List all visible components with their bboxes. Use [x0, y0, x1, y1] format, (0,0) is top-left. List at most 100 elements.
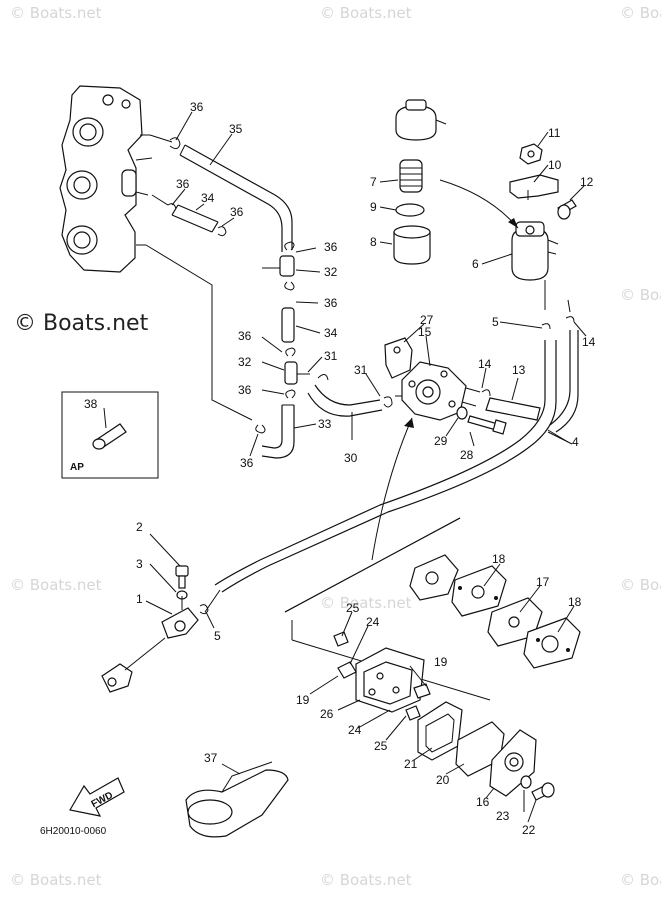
- bolt-28: [467, 415, 507, 435]
- callout-20: 20: [436, 773, 450, 787]
- ap-box: AP: [61, 391, 159, 479]
- callout-30: 30: [344, 451, 358, 465]
- callout-35: 35: [229, 122, 243, 136]
- joint-1: [161, 607, 199, 639]
- fitting-38: [92, 423, 127, 450]
- callout-31: 31: [354, 363, 368, 377]
- leader-engine-to-hose33: [145, 244, 253, 421]
- callout-36: 36: [238, 383, 252, 397]
- callout-2: 2: [136, 520, 143, 534]
- hose-34-upper: [171, 204, 219, 233]
- watermark-text: © Boats.net: [10, 4, 102, 22]
- bracket-10: [509, 174, 559, 200]
- watermark-text: © Boats.net: [620, 4, 661, 22]
- callout-26: 26: [320, 707, 334, 721]
- screw-2: [175, 565, 189, 589]
- hose-clip-5: [199, 604, 209, 615]
- screw-22: [531, 782, 555, 801]
- callout-34: 34: [201, 191, 215, 205]
- ap-label: AP: [70, 462, 84, 473]
- callout-38: 38: [84, 397, 98, 411]
- callout-5: 5: [214, 629, 221, 643]
- hose-clip-31: [317, 374, 329, 381]
- callout-9: 9: [370, 200, 377, 214]
- filter-element-7: [399, 159, 423, 193]
- callout-34: 34: [324, 326, 338, 340]
- screw-12: [557, 199, 577, 220]
- detail-arrow: [371, 417, 413, 561]
- callout-25: 25: [346, 601, 360, 615]
- tee-fitting-32-lower: [284, 361, 310, 385]
- hose-4: [214, 330, 579, 593]
- callout-28: 28: [460, 448, 474, 462]
- watermark-text: © Boats.net: [620, 871, 661, 889]
- screw-25-lower: [405, 705, 421, 721]
- watermark-text: © Boats.net: [620, 286, 661, 304]
- callout-36: 36: [238, 329, 252, 343]
- callout-31: 31: [324, 349, 338, 363]
- callout-4: 4: [572, 435, 579, 449]
- screw-19: [413, 683, 431, 699]
- diaphragm-18: [451, 565, 507, 617]
- hose-33: [261, 404, 295, 459]
- callout-17: 17: [536, 575, 550, 589]
- hose-clip-14: [565, 316, 575, 323]
- diaphragm-18-lower: [523, 617, 581, 669]
- callout-12: 12: [580, 175, 594, 189]
- hose-clip-36: [217, 226, 227, 237]
- hose-clip-36: [169, 137, 181, 150]
- washer-23: [520, 775, 532, 789]
- callout-24: 24: [348, 723, 362, 737]
- fitting-24: [337, 661, 357, 679]
- callout-11: 11: [548, 126, 561, 140]
- callout-13: 13: [512, 363, 526, 377]
- watermark-text: © Boats.net: [10, 576, 102, 594]
- callout-3: 3: [136, 557, 143, 571]
- hose-clip-36: [285, 389, 296, 399]
- hose-clip-14: [481, 389, 491, 397]
- nut-11: [519, 143, 543, 165]
- screw-25-top: [333, 631, 349, 647]
- callout-36: 36: [240, 456, 254, 470]
- callout-15: 15: [418, 325, 432, 339]
- callout-25: 25: [374, 739, 388, 753]
- engine-block: [59, 85, 153, 273]
- callout-36: 36: [176, 177, 190, 191]
- hose-clip-36: [151, 194, 177, 210]
- filter-cup-8: [393, 225, 431, 265]
- gasket-21: [417, 701, 463, 761]
- watermark-text: © Boats.net: [320, 594, 412, 612]
- callout-36: 36: [324, 240, 338, 254]
- watermark-text: © Boats.net: [620, 576, 661, 594]
- callout-5: 5: [492, 315, 499, 329]
- leader-lines: [103, 111, 587, 823]
- washer-29: [456, 406, 468, 420]
- callout-14: 14: [478, 357, 492, 371]
- callout-27: 27: [420, 313, 434, 327]
- callout-18: 18: [568, 595, 582, 609]
- callout-32: 32: [324, 265, 338, 279]
- hose-30: [307, 384, 383, 417]
- pump-body-26: [355, 647, 425, 713]
- callout-37: 37: [204, 751, 218, 765]
- callout-14: 14: [582, 335, 596, 349]
- gasket-18-top: [409, 554, 459, 601]
- callout-8: 8: [370, 235, 377, 249]
- callout-36: 36: [324, 296, 338, 310]
- fuel-pump-15: [384, 337, 481, 421]
- silencer-37: [185, 761, 289, 838]
- callout-7: 7: [370, 175, 377, 189]
- tee-fitting-32: [262, 241, 295, 291]
- watermark-text: © Boats.net: [10, 871, 102, 889]
- filter-cap-top: [395, 99, 447, 141]
- hose-clip-31: [383, 396, 393, 408]
- callout-19: 19: [296, 693, 310, 707]
- hose-13: [485, 397, 541, 421]
- callout-23: 23: [496, 809, 510, 823]
- hose-35: [179, 144, 293, 252]
- watermark-main-text: © Boats.net: [14, 311, 149, 336]
- hose-connector: [101, 663, 133, 693]
- assembly-arrow: [439, 179, 519, 229]
